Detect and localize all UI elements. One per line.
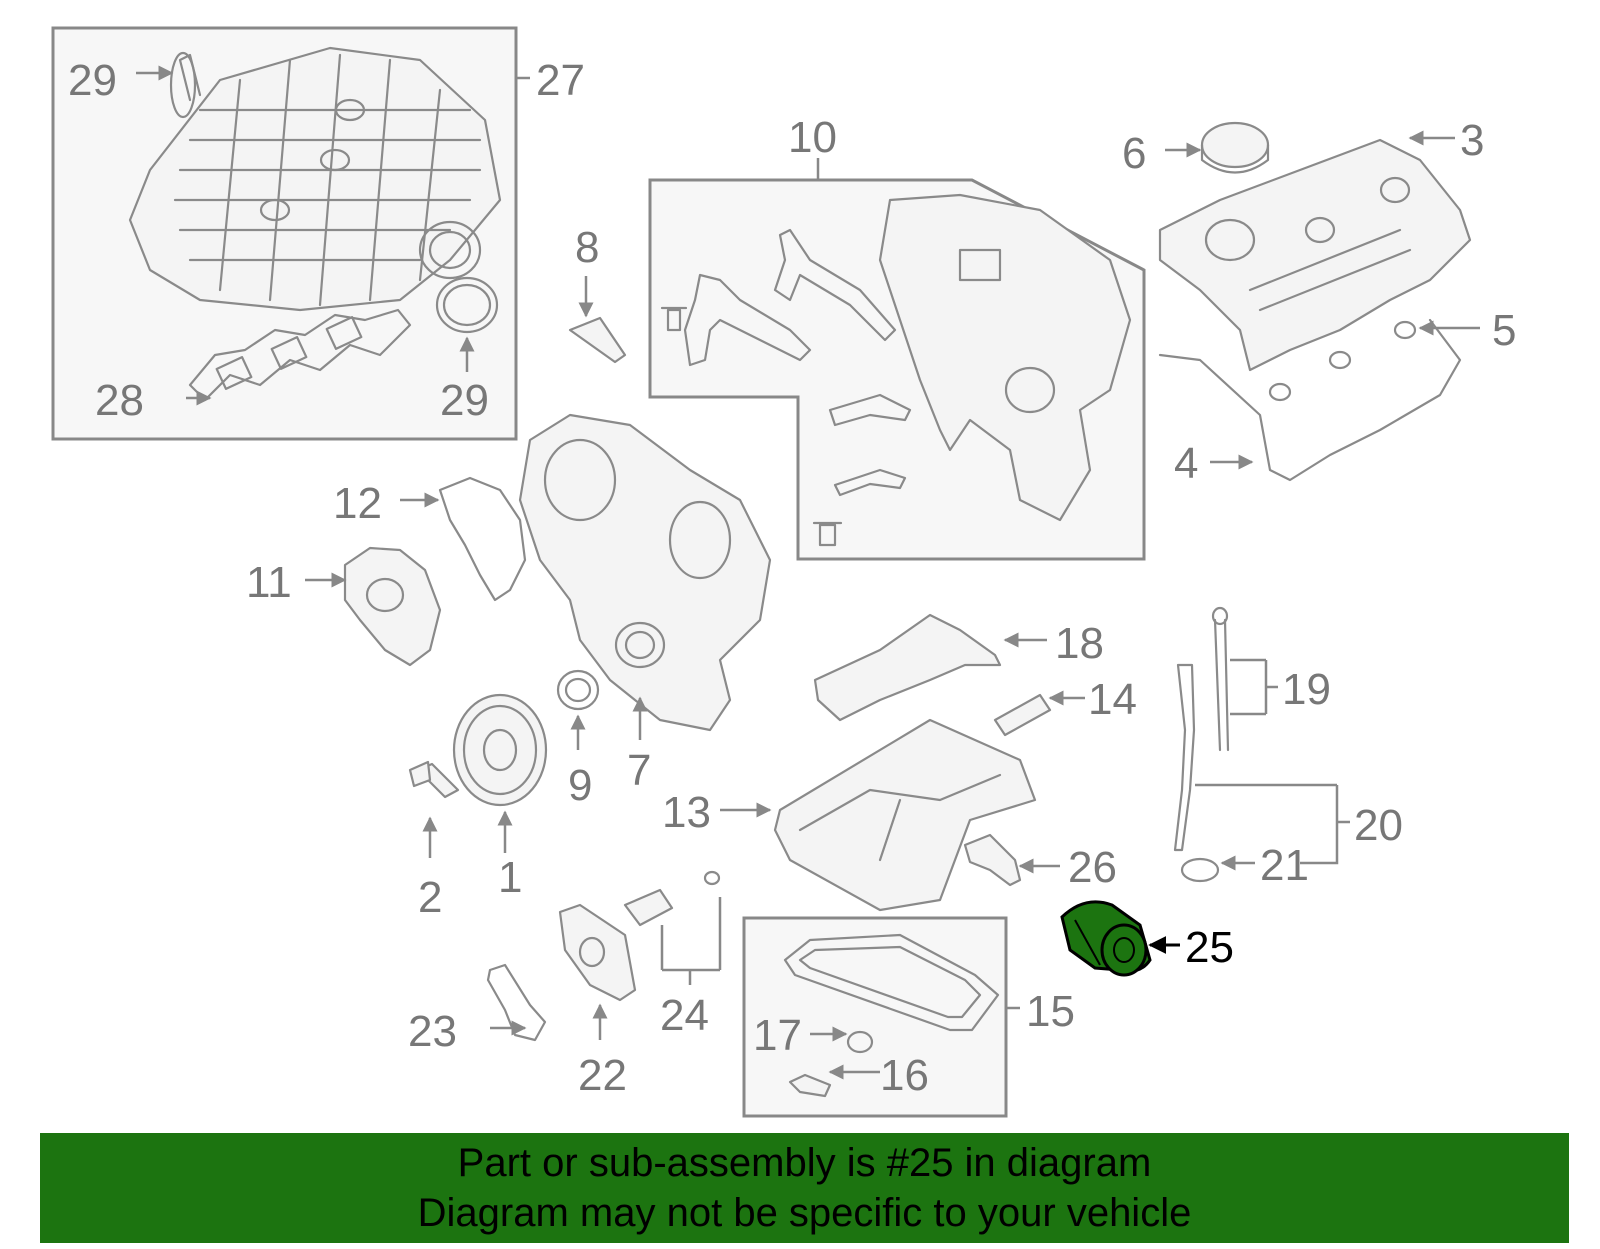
callout-25-highlighted: 25: [1185, 923, 1234, 972]
callout-3: 3: [1460, 116, 1484, 165]
callout-29-upper: 29: [68, 56, 117, 105]
valve-cover-part: [1158, 138, 1472, 372]
intake-manifold-part: [128, 46, 502, 312]
callout-26: 26: [1068, 843, 1117, 892]
callout-17: 17: [753, 1011, 802, 1060]
callout-6: 6: [1122, 129, 1146, 178]
callout-12: 12: [333, 479, 382, 528]
sealant-tube-14-part: [993, 693, 1052, 737]
oil-strainer-part: [486, 963, 547, 1042]
spark-plug-seals-part: [1268, 320, 1417, 402]
callout-15: 15: [1026, 987, 1075, 1036]
info-banner: Part or sub-assembly is #25 in diagram D…: [40, 1133, 1569, 1243]
callout-22: 22: [578, 1051, 627, 1100]
callout-2: 2: [418, 873, 442, 922]
callout-27: 27: [536, 56, 585, 105]
callout-13: 13: [662, 788, 711, 837]
banner-line-part-number: Part or sub-assembly is #25 in diagram: [457, 1141, 1152, 1185]
callout-21: 21: [1260, 841, 1309, 890]
oil-pump-part: [558, 903, 637, 1002]
upper-oil-pan-part: [773, 718, 1037, 912]
dipstick-tube-o-ring-part: [1180, 857, 1220, 883]
oil-pan-baffle-part: [813, 613, 1002, 722]
drain-washer-part: [846, 1030, 874, 1054]
callout-4: 4: [1174, 439, 1198, 488]
dipstick-tube-part: [1173, 663, 1196, 852]
callout-24: 24: [660, 991, 709, 1040]
callout-9: 9: [568, 761, 592, 810]
callout-labels: 1 2 3 4 5 6 7 8 9 10 11 12 13 14 15 16 1…: [68, 56, 1516, 1100]
sealant-tube-8-part: [568, 316, 627, 364]
pulley-bolt-part: [408, 760, 460, 799]
leader-lines: [136, 65, 1480, 1080]
throttle-o-ring-upper-part: [169, 51, 197, 119]
lower-oil-pan-part: [783, 933, 1000, 1032]
oil-filter-highlighted-part: [1060, 900, 1152, 977]
intake-gasket-part: [188, 308, 412, 402]
callout-1: 1: [498, 853, 522, 902]
callout-28: 28: [95, 376, 144, 425]
oil-dipstick-part: [1211, 606, 1230, 752]
callout-11: 11: [246, 558, 292, 607]
timing-chain-parts: [660, 193, 1132, 547]
oil-pressure-sensor-part: [963, 833, 1022, 887]
callout-18: 18: [1055, 619, 1104, 668]
front-crank-seal-part: [556, 669, 600, 711]
front-cover-part: [518, 413, 772, 732]
callout-19: 19: [1282, 665, 1331, 714]
water-pump-part: [343, 546, 442, 667]
callout-14: 14: [1088, 675, 1137, 724]
oil-filler-cap-part: [1200, 121, 1270, 174]
callout-23: 23: [408, 1007, 457, 1056]
water-pump-gasket-part: [438, 476, 527, 602]
callout-7: 7: [627, 746, 651, 795]
callout-20: 20: [1354, 801, 1403, 850]
banner-line-disclaimer: Diagram may not be specific to your vehi…: [417, 1191, 1192, 1235]
drain-bolt-part: [788, 1073, 832, 1098]
oil-relief-valve-part: [623, 870, 721, 927]
callout-5: 5: [1492, 306, 1516, 355]
valve-cover-gasket-part: [1158, 318, 1462, 482]
callout-10: 10: [788, 113, 837, 162]
throttle-o-ring-lower-part: [435, 276, 499, 334]
callout-29-lower: 29: [440, 376, 489, 425]
crankshaft-pulley-part: [452, 693, 548, 807]
callout-16: 16: [880, 1051, 929, 1100]
callout-8: 8: [575, 223, 599, 272]
